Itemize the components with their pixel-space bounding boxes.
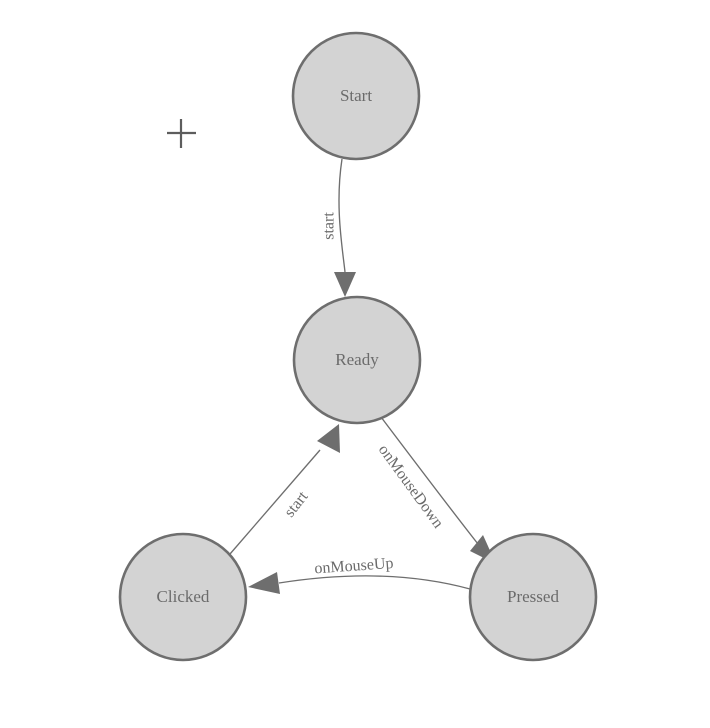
node-pressed-circle[interactable] — [468, 532, 598, 662]
crosshair-icon — [167, 119, 196, 148]
edge-clicked-to-ready-arrowhead — [317, 424, 340, 453]
node-clicked-circle[interactable] — [118, 532, 248, 662]
node-start[interactable]: Start — [291, 31, 421, 161]
edge-pressed-to-clicked-path — [278, 575, 471, 590]
edge-clicked-to-ready-label: start — [281, 488, 312, 521]
edge-start-to-ready-path — [338, 158, 346, 273]
node-start-label: Start — [340, 86, 372, 105]
node-ready[interactable]: Ready — [292, 295, 422, 425]
edge-ready-to-pressed-label: onMouseDown — [375, 442, 447, 532]
node-pressed-label: Pressed — [507, 587, 559, 606]
node-pressed[interactable]: Pressed — [468, 532, 598, 662]
node-ready-label: Ready — [335, 350, 379, 369]
edge-pressed-to-clicked-arrowhead — [248, 572, 280, 594]
edge-start-to-ready[interactable]: start — [321, 158, 356, 297]
edge-ready-to-pressed-path — [380, 416, 479, 545]
edge-start-to-ready-label: start — [321, 212, 338, 240]
edge-clicked-to-ready-path — [229, 449, 321, 555]
edge-clicked-to-ready[interactable]: start — [229, 424, 340, 555]
node-clicked[interactable]: Clicked — [118, 532, 248, 662]
node-start-circle[interactable] — [291, 31, 421, 161]
node-ready-circle[interactable] — [292, 295, 422, 425]
edge-pressed-to-clicked-label: onMouseUp — [314, 555, 394, 577]
edge-pressed-to-clicked[interactable]: onMouseUp — [248, 555, 471, 594]
edge-start-to-ready-arrowhead — [334, 272, 356, 297]
edge-ready-to-pressed[interactable]: onMouseDown — [375, 416, 496, 564]
node-clicked-label: Clicked — [157, 587, 210, 606]
